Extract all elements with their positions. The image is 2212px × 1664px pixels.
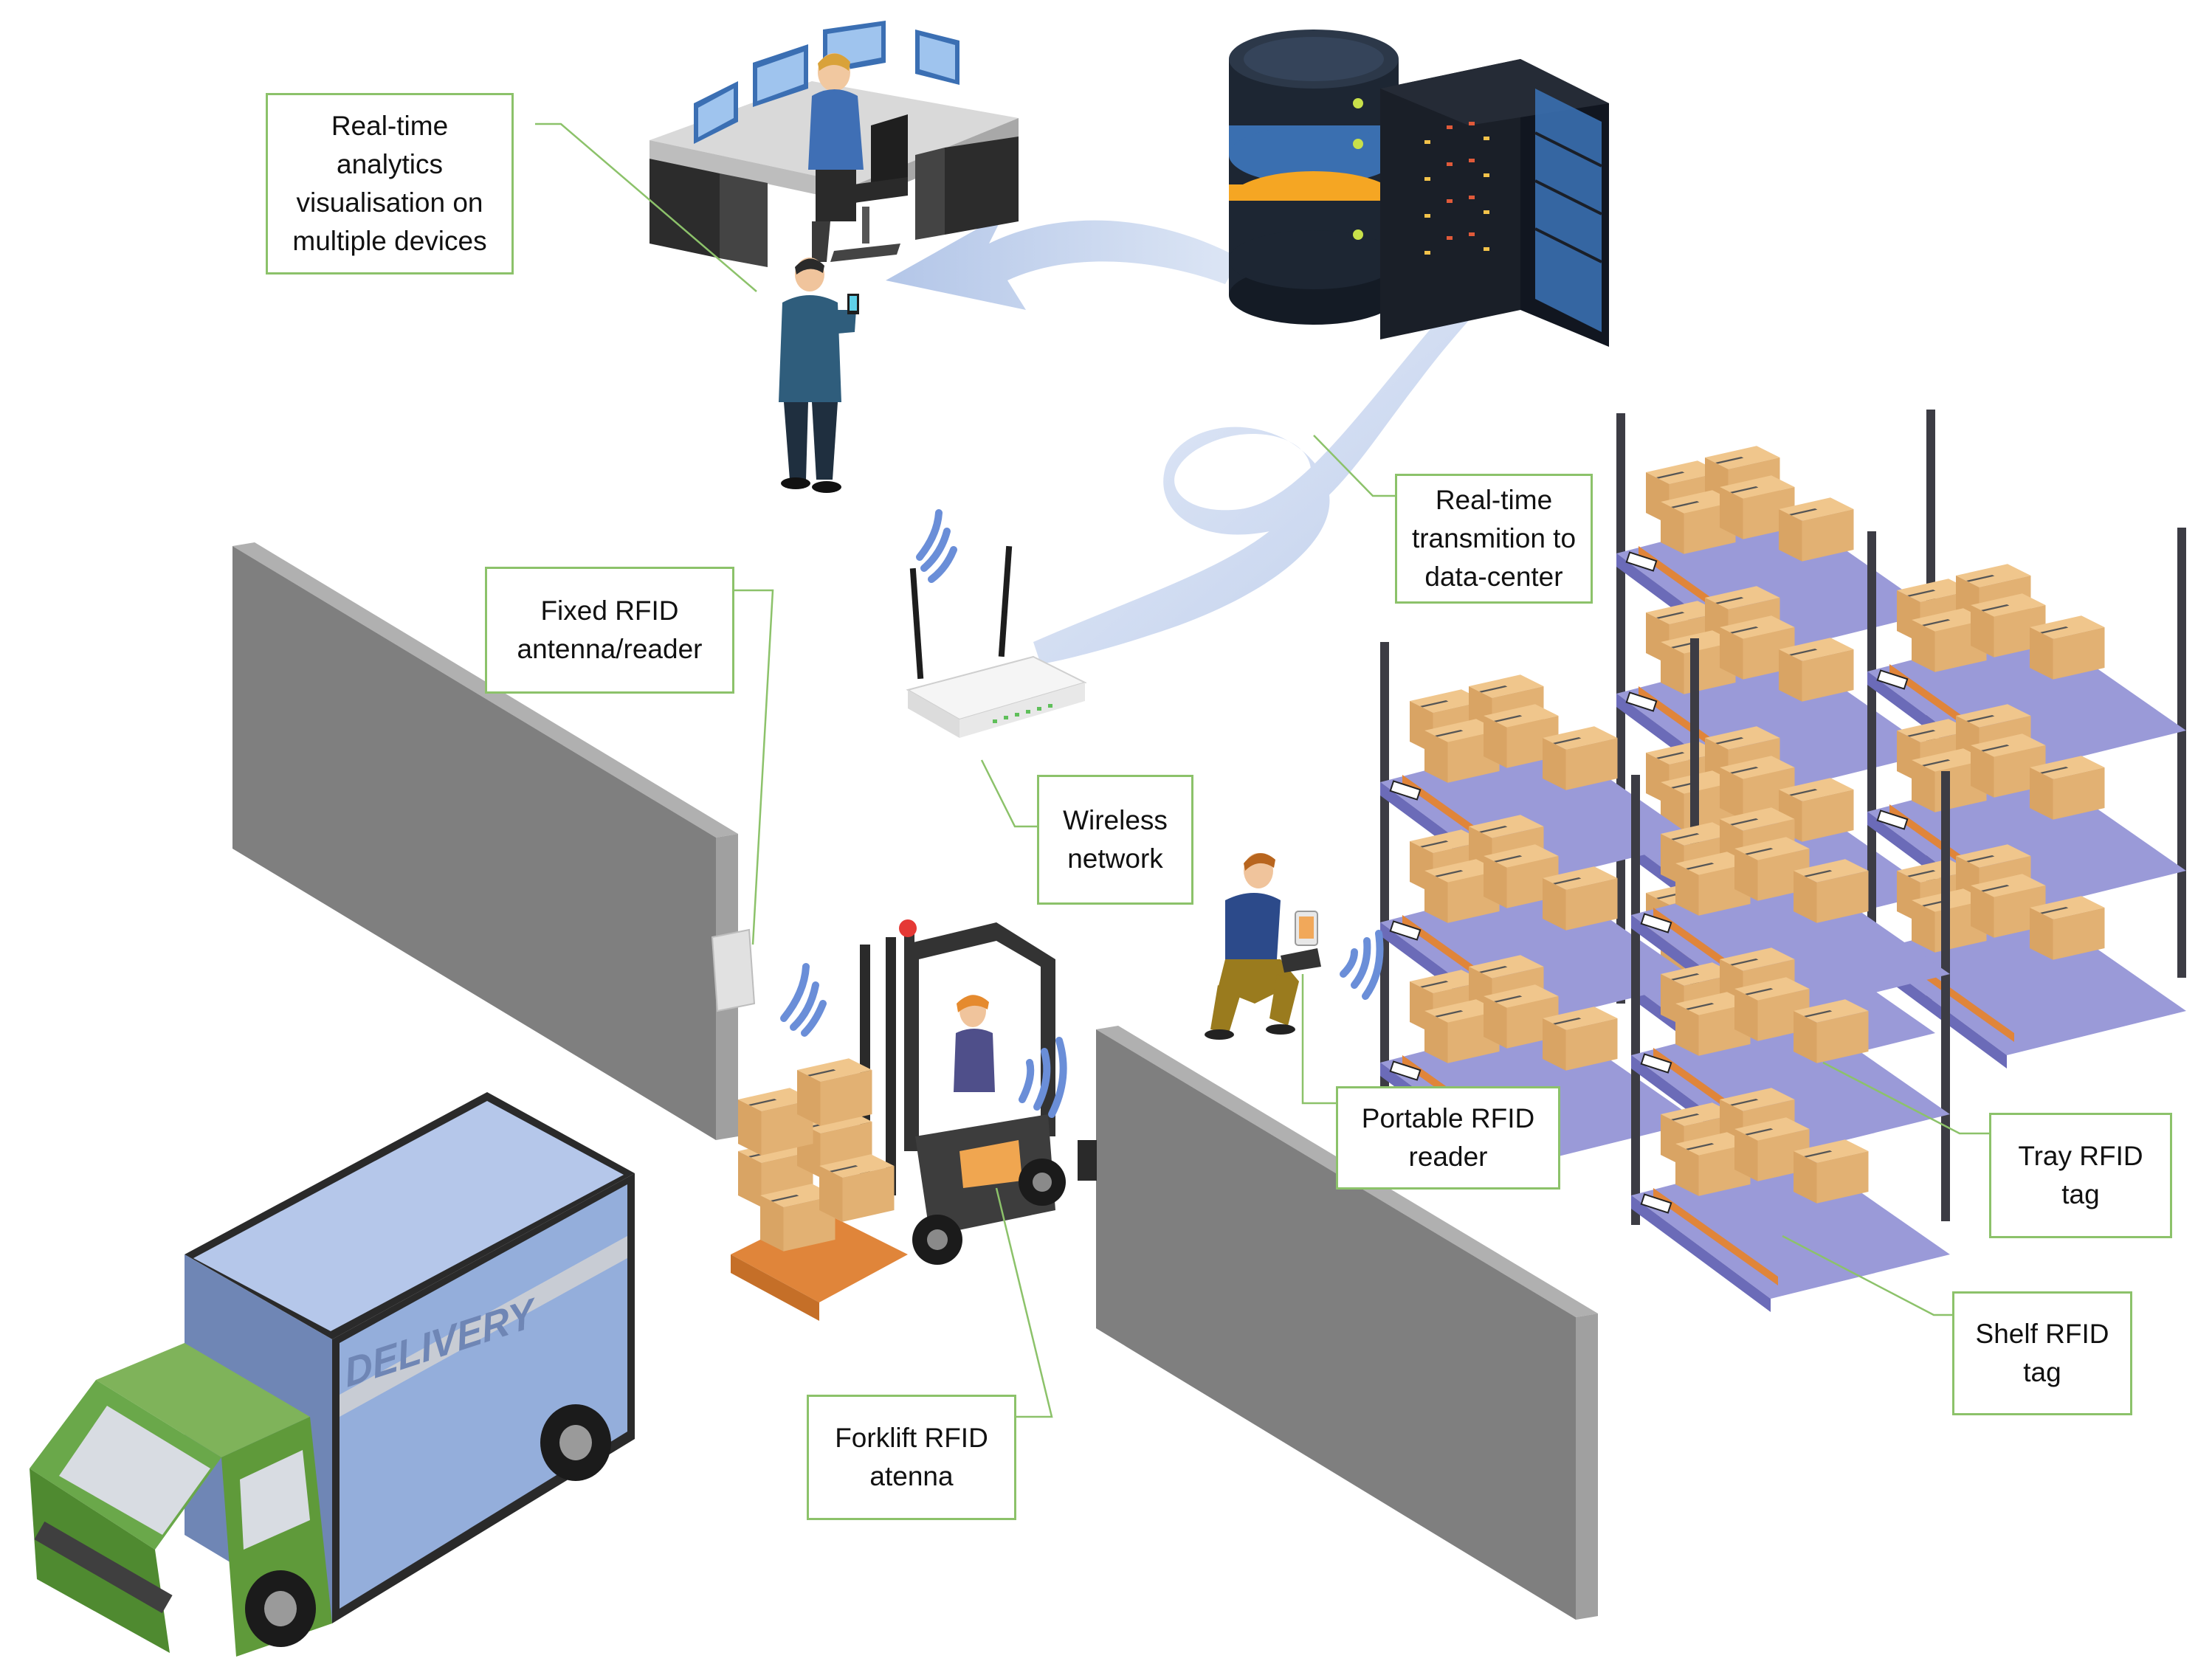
callout-analytics: Real-time analytics visualisation on mul… — [266, 93, 514, 275]
wifi-router-icon — [906, 509, 1087, 738]
leader-line-tray — [1822, 1061, 1989, 1135]
callout-tray-tag: Tray RFID tag — [1989, 1113, 2172, 1238]
callout-fixed-reader-line-1: Fixed RFID — [540, 595, 679, 626]
leader-line-fixed-reader — [732, 589, 774, 945]
callout-transmission-line-3: data-center — [1424, 562, 1563, 592]
callout-transmission-line-2: transmition to — [1411, 523, 1577, 553]
callout-fixed-reader-line-2: antenna/reader — [517, 634, 703, 664]
callout-analytics-line-4: multiple devices — [292, 226, 487, 256]
leader-line-analytics — [535, 122, 757, 292]
callout-forklift-antenna-line-1: Forklift RFID — [835, 1423, 988, 1453]
callout-analytics-line-1: Real-time — [331, 111, 449, 141]
callout-portable-reader: Portable RFID reader — [1336, 1086, 1560, 1190]
leader-line-shelf — [1782, 1235, 1952, 1316]
mobile-user-icon — [779, 258, 859, 493]
leader-line-portable — [1301, 974, 1336, 1105]
delivery-truck-icon: DELIVERY — [30, 1092, 635, 1657]
callout-transmission: Real-time transmition to data-center — [1395, 474, 1593, 604]
callout-portable-reader-line-1: Portable RFID — [1361, 1103, 1535, 1133]
operator-icon — [808, 53, 908, 262]
callout-analytics-line-2: analytics — [337, 149, 443, 179]
wifi-signal-icon — [1340, 930, 1384, 1000]
leader-line-wireless — [980, 759, 1037, 828]
wifi-signal-icon — [1019, 1037, 1067, 1118]
data-arrow-icon — [886, 214, 1240, 310]
leader-line-forklift — [995, 1187, 1053, 1418]
callout-transmission-line-1: Real-time — [1435, 485, 1553, 515]
callout-fixed-reader: Fixed RFID antenna/reader — [485, 567, 734, 694]
callout-wireless: Wireless network — [1037, 775, 1193, 905]
callout-portable-reader-line-2: reader — [1408, 1142, 1488, 1172]
callout-forklift-antenna-line-2: atenna — [869, 1461, 954, 1491]
callout-wireless-line-1: Wireless — [1063, 805, 1168, 835]
forklift-load-icon — [731, 1058, 908, 1321]
callout-shelf-tag-line-2: tag — [2023, 1357, 2061, 1387]
wifi-signal-icon — [780, 963, 827, 1037]
callout-wireless-line-2: network — [1067, 843, 1163, 874]
wifi-signal-icon — [916, 509, 957, 583]
callout-tray-tag-line-2: tag — [2061, 1179, 2100, 1209]
callout-shelf-tag: Shelf RFID tag — [1952, 1291, 2132, 1415]
leader-lines — [535, 122, 1989, 1418]
server-rack-icon — [1380, 59, 1609, 347]
callout-tray-tag-line-1: Tray RFID — [2018, 1141, 2143, 1171]
worker-with-reader-icon — [1205, 853, 1384, 1040]
callout-analytics-line-3: visualisation on — [296, 187, 483, 218]
database-icon — [1229, 30, 1399, 325]
callout-shelf-tag-line-1: Shelf RFID — [1975, 1319, 2109, 1349]
callout-forklift-antenna: Forklift RFID atenna — [807, 1395, 1016, 1520]
leader-line-transmission — [1313, 435, 1395, 497]
